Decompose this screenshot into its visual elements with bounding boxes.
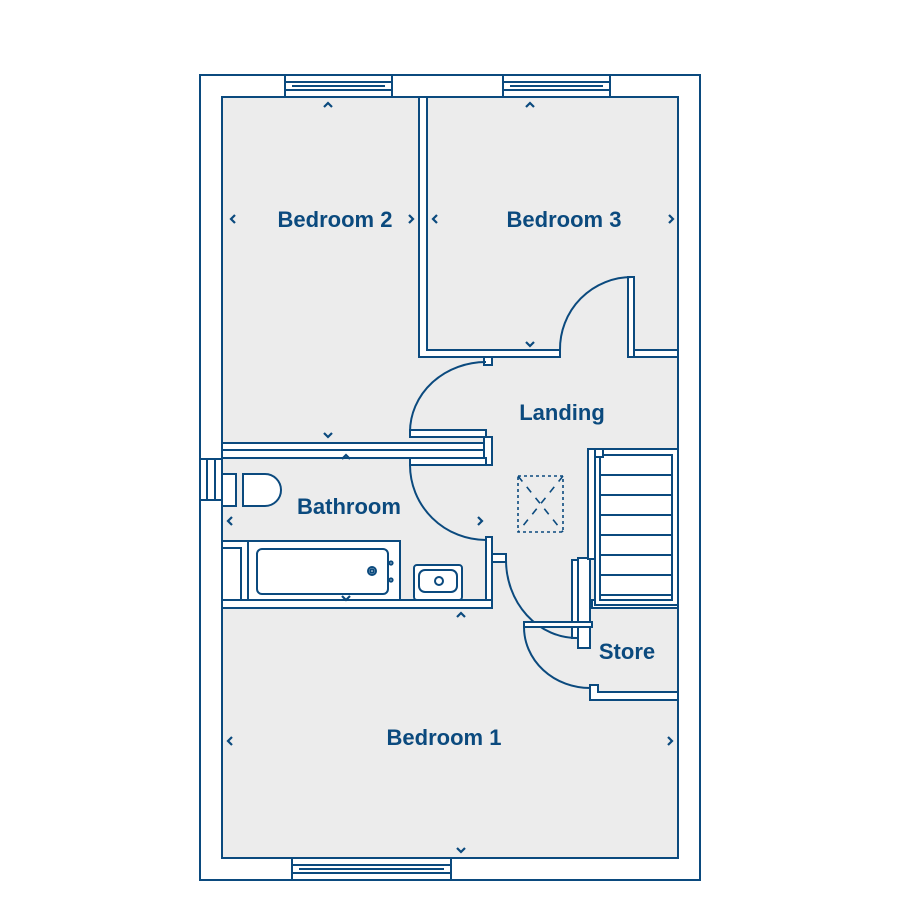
window-bathroom (199, 458, 223, 501)
door-store[interactable] (523, 621, 593, 689)
room-label-bedroom1: Bedroom 1 (387, 725, 502, 750)
basin-icon (413, 564, 463, 601)
interior-walls (221, 96, 679, 701)
room-label-landing: Landing (519, 400, 605, 425)
room-label-bedroom2: Bedroom 2 (278, 207, 393, 232)
window-bedroom2 (284, 74, 393, 98)
door-bedroom3[interactable] (558, 276, 633, 351)
door-bedroom1[interactable] (505, 559, 578, 639)
door-bedroom2[interactable] (409, 361, 487, 433)
staircase (594, 448, 679, 606)
toilet-icon (221, 473, 282, 507)
window-bedroom3 (502, 74, 611, 98)
door-bathroom[interactable] (409, 464, 487, 541)
room-label-store: Store (599, 639, 655, 664)
loft-hatch-icon (517, 475, 564, 533)
room-label-bathroom: Bathroom (297, 494, 401, 519)
bathtub-icon (247, 540, 401, 601)
room-label-bedroom3: Bedroom 3 (507, 207, 622, 232)
dimension-markers (226, 101, 675, 854)
window-bedroom1 (291, 857, 452, 881)
